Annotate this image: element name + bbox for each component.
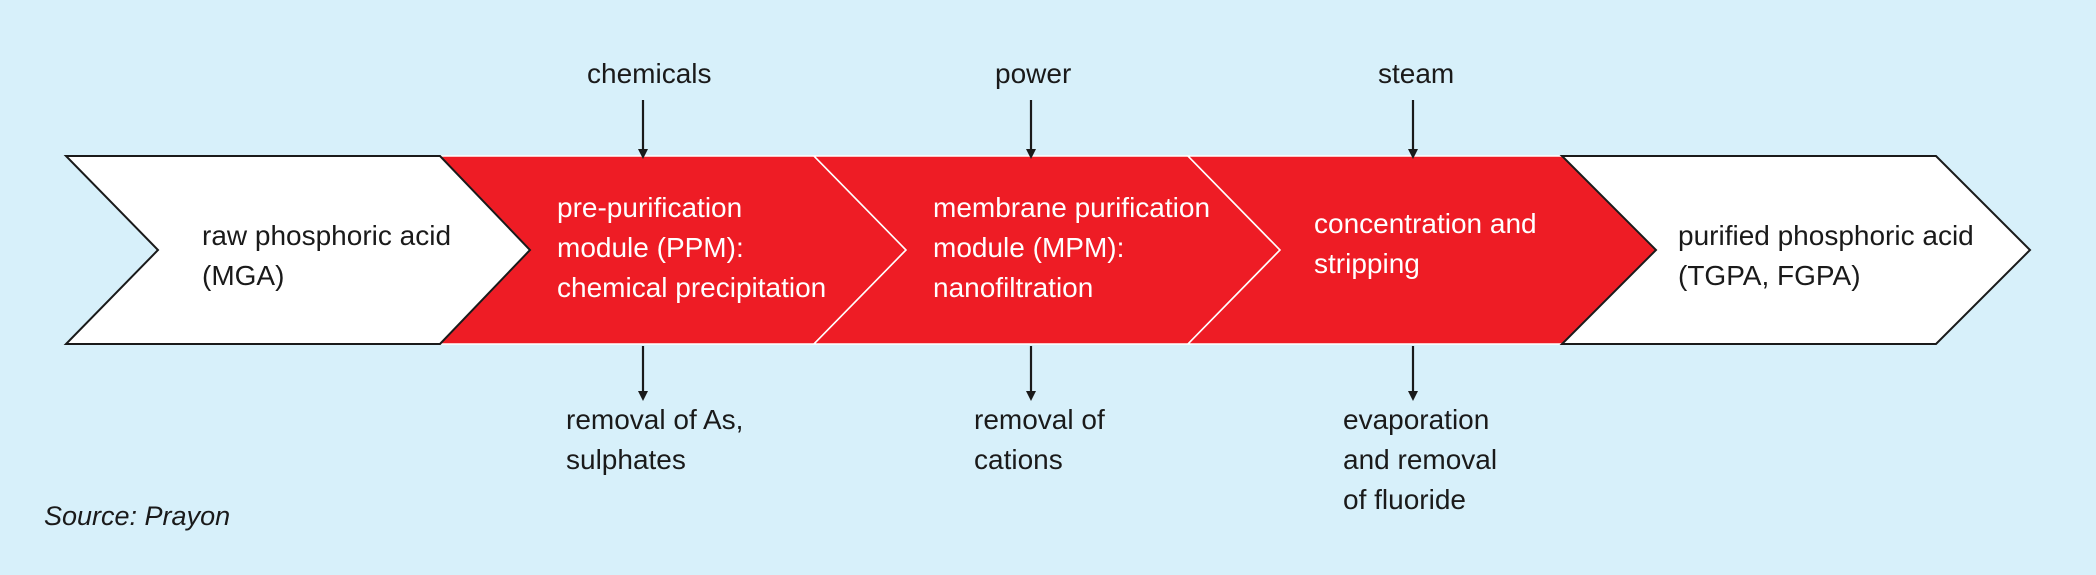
- step-label-purified-phosphoric-acid: purified phosphoric acid (TGPA, FGPA): [1678, 220, 1974, 291]
- step-purified-phosphoric-acid-chevron: [1559, 155, 2032, 345]
- output-label-removal-as: removal of As, sulphates: [566, 404, 744, 475]
- input-label-power: power: [995, 58, 1072, 89]
- output-label-evaporation: evaporation and removal of fluoride: [1343, 404, 1498, 515]
- step-label-concentration: concentration and stripping: [1314, 208, 1537, 279]
- source-note: Source: Prayon: [44, 501, 231, 531]
- step-label-pre-purification: pre-purification module (PPM): chemical …: [557, 192, 827, 303]
- step-label-raw-phosphoric-acid: raw phosphoric acid (MGA): [202, 220, 452, 291]
- output-label-removal-cations: removal of cations: [974, 404, 1105, 475]
- input-label-steam: steam: [1378, 58, 1455, 89]
- step-raw-phosphoric-acid-chevron: [63, 155, 532, 345]
- step-label-membrane-purification: membrane purification module (MPM): nano…: [933, 192, 1211, 303]
- input-label-chemicals: chemicals: [587, 58, 712, 89]
